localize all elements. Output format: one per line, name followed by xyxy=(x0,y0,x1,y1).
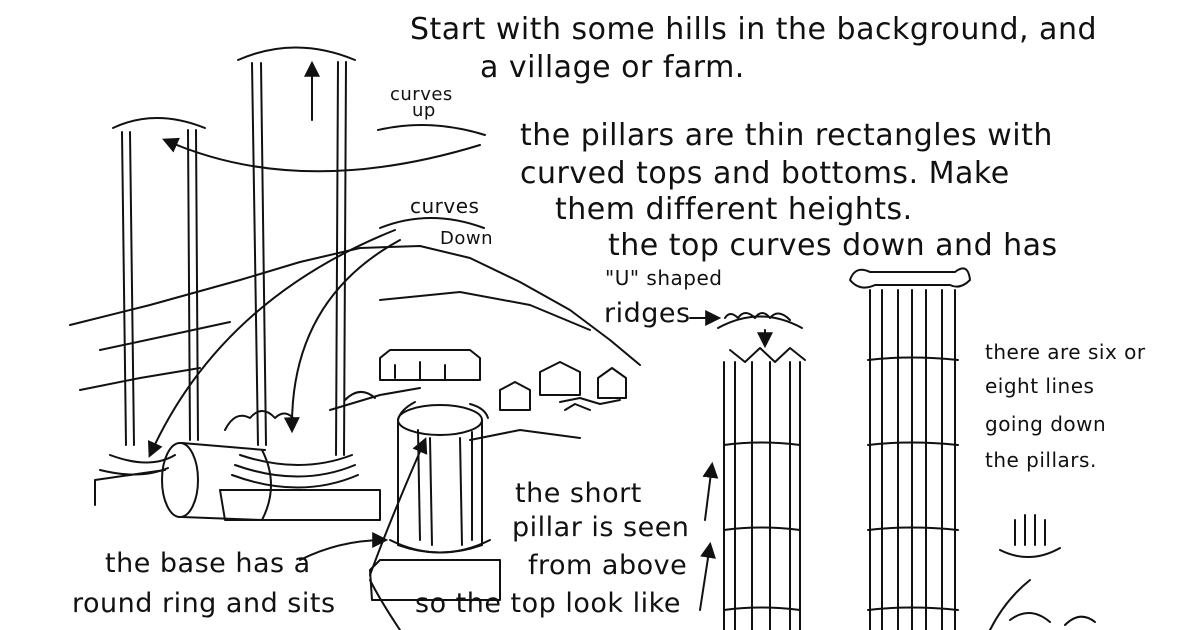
pillars-text-line-3: them different heights. xyxy=(555,192,913,227)
intro-line-1: Start with some hills in the background,… xyxy=(410,12,1097,47)
lines-text-line-4: the pillars. xyxy=(985,448,1097,472)
label-curves-up: curves xyxy=(390,84,453,105)
base-text-line-1: the base has a xyxy=(105,548,311,579)
pillars-text-line-1: the pillars are thin rectangles with xyxy=(520,118,1053,153)
lines-text-line-1: there are six or xyxy=(985,340,1146,364)
short-text-line-4: so the top look like xyxy=(415,588,681,619)
base-text-line-2: round ring and sits xyxy=(72,588,336,619)
top-text-line-2: "U" shaped xyxy=(605,266,723,290)
short-text-line-1: the short xyxy=(515,478,642,509)
top-text-line-1: the top curves down and has xyxy=(608,228,1058,263)
top-text-line-3: ridges xyxy=(604,298,691,329)
short-text-line-2: pillar is seen xyxy=(512,512,690,543)
label-curves-down-2: Down xyxy=(440,228,494,249)
lines-text-line-3: going down xyxy=(985,412,1107,436)
label-curves-up-2: up xyxy=(412,100,436,121)
pillars-text-line-2: curved tops and bottoms. Make xyxy=(520,156,1010,191)
intro-line-2: a village or farm. xyxy=(480,50,745,85)
short-text-line-3: from above xyxy=(528,550,688,581)
label-curves-down: curves xyxy=(410,194,480,218)
lines-text-line-2: eight lines xyxy=(985,374,1095,398)
